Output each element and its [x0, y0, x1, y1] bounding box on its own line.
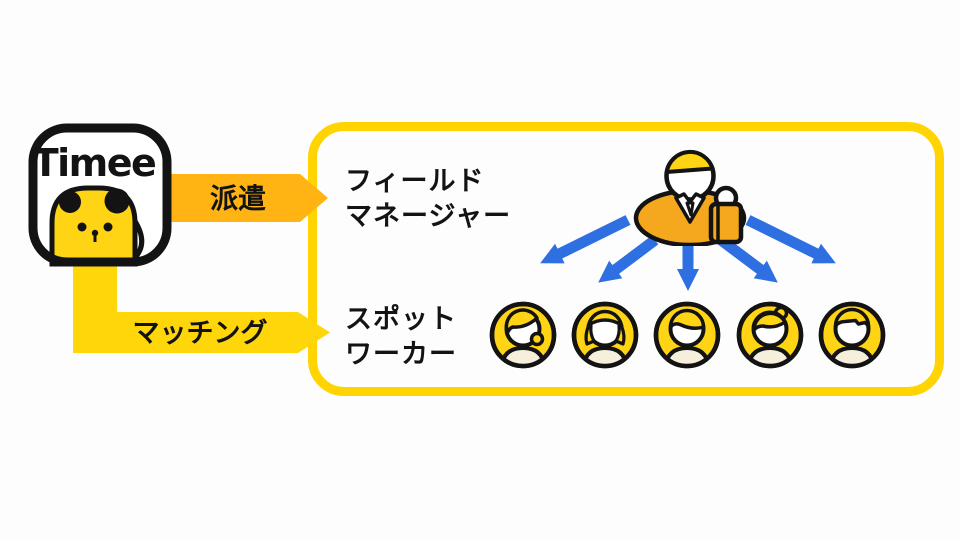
worker-woman-bangs-icon — [571, 301, 639, 369]
manager-tie — [685, 201, 695, 217]
worker-hair-bun — [529, 331, 545, 347]
dispatch-arrow: 派遣 — [150, 174, 328, 222]
spot-worker-label: スポット ワーカー — [345, 302, 457, 372]
blue-arrow-4 — [717, 235, 778, 283]
timee-logo: Timee — [28, 123, 172, 267]
bear-ear-right — [104, 188, 130, 214]
worker-hair — [833, 307, 871, 328]
worker-circle-outline — [653, 301, 721, 369]
bear-ear-left — [59, 191, 81, 213]
worker-woman-top-bun-icon — [736, 301, 804, 369]
worker-man-side-part-icon — [653, 301, 721, 369]
spot-worker-label-line1: スポット — [345, 304, 457, 335]
matching-arrow-shape — [73, 262, 330, 353]
worker-circle-outline — [818, 301, 886, 369]
dispatch-arrow-label: 派遣 — [210, 182, 266, 215]
spot-worker-label-line2: ワーカー — [345, 339, 457, 370]
matching-arrow: マッチング — [73, 262, 330, 353]
worker-hair-left — [584, 324, 596, 346]
worker-woman-side-swept-icon — [489, 301, 557, 369]
worker-hair — [504, 308, 539, 336]
bear-nose — [91, 229, 99, 237]
main-panel-frame — [308, 122, 944, 396]
worker-hair-right — [614, 324, 626, 346]
blue-arrow-5 — [745, 215, 836, 264]
worker-circle-outline — [571, 301, 639, 369]
worker-hair — [586, 309, 624, 330]
worker-hair — [668, 308, 706, 331]
matching-arrow-label: マッチング — [133, 317, 268, 349]
worker-hair — [752, 311, 787, 332]
worker-man-short-hair-icon — [818, 301, 886, 369]
assignment-arrows — [540, 215, 836, 291]
blue-arrow-2 — [598, 235, 659, 283]
field-manager-label-line2: マネージャー — [345, 201, 512, 232]
manager-hair — [664, 150, 715, 174]
field-manager-label-line1: フィールド — [345, 166, 485, 197]
manager-bag — [708, 201, 744, 245]
logo-wordmark: Timee — [33, 141, 156, 185]
blue-arrow-1 — [540, 215, 631, 264]
field-manager-person-icon — [633, 150, 747, 246]
worker-circle-outline — [736, 301, 804, 369]
logo-border — [28, 123, 172, 267]
field-manager-label: フィールド マネージャー — [345, 164, 511, 234]
bear-eye-left — [77, 222, 87, 232]
worker-circle-outline — [489, 301, 557, 369]
bear-eye-right — [103, 222, 113, 232]
timee-bear-mascot-icon — [49, 185, 145, 267]
dispatch-arrow-shape — [150, 174, 328, 222]
